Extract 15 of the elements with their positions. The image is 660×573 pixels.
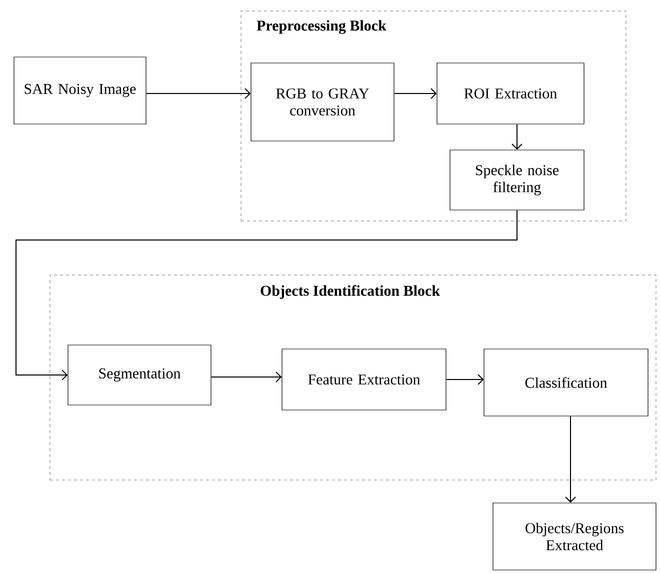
process-box: RGB to GRAY conversion xyxy=(250,62,394,142)
process-box: Feature Extraction xyxy=(282,348,446,410)
process-box: Speckle noise filtering xyxy=(450,150,584,210)
arrow xyxy=(146,88,251,99)
process-box: ROI Extraction xyxy=(436,62,584,124)
process-box: Segmentation xyxy=(68,344,212,406)
arrow xyxy=(565,416,576,503)
arrow xyxy=(16,210,518,380)
process-box: Objects/Regions Extracted xyxy=(492,502,656,570)
process-box: SAR Noisy Image xyxy=(14,56,146,124)
arrow xyxy=(512,124,522,150)
arrow xyxy=(446,374,484,385)
arrow xyxy=(394,88,437,99)
process-box: Classification xyxy=(484,348,648,416)
arrow xyxy=(210,372,282,382)
